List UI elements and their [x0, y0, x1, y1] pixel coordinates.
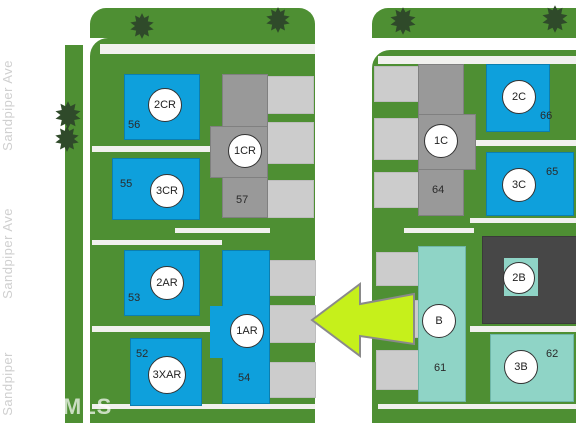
walkway: [470, 140, 576, 146]
unit-number: 57: [236, 194, 249, 206]
unit-badge: 3CR: [150, 174, 184, 208]
street-label: Sandpiper Ave: [0, 208, 15, 299]
parking-stall: [374, 66, 420, 102]
unit-badge: 3B: [504, 350, 538, 384]
street-label: Sandpiper Ave: [0, 60, 15, 151]
unit-number: 56: [128, 119, 141, 131]
unit-number: 66: [540, 110, 553, 122]
walkway: [470, 326, 576, 332]
unit-badge: 1C: [424, 124, 458, 158]
parking-stall: [376, 350, 420, 390]
unit-number: 53: [128, 292, 141, 304]
walkway: [92, 404, 315, 409]
watermark: RMLS: [46, 394, 113, 419]
tree-icon: [55, 126, 79, 152]
parking-stall: [268, 362, 316, 398]
walkway: [92, 326, 222, 332]
unit-number: 62: [546, 348, 559, 360]
tree-icon: [390, 7, 416, 35]
walkway: [175, 228, 270, 233]
parking-stall: [268, 305, 316, 343]
tree-icon: [55, 101, 81, 129]
walkway: [378, 404, 576, 409]
parking-stall: [266, 180, 314, 218]
walkway: [378, 56, 576, 64]
walkway: [470, 218, 576, 223]
parking-stall: [266, 76, 314, 114]
unit-number: 54: [238, 372, 251, 384]
unit-number: 52: [136, 348, 149, 360]
walkway: [404, 228, 474, 233]
parking-stall: [268, 260, 316, 296]
walkway: [92, 240, 222, 245]
walkway: [92, 146, 222, 152]
unit-number: 61: [434, 362, 447, 374]
unit-badge: 2AR: [150, 266, 184, 300]
unit-badge: 3XAR: [148, 356, 186, 394]
arrow-left-icon: [310, 282, 415, 358]
parking-stall: [374, 118, 420, 160]
unit-number: 65: [546, 166, 559, 178]
unit-number: 55: [120, 178, 133, 190]
walkway: [100, 44, 315, 54]
unit-number: 64: [432, 184, 445, 196]
unit-badge: 1AR: [230, 314, 264, 348]
parking-stall: [266, 122, 314, 164]
tree-icon: [266, 7, 290, 33]
unit-2cr[interactable]: [124, 74, 200, 140]
tree-icon: [542, 5, 568, 33]
unit-badge: 3C: [502, 168, 536, 202]
unit-badge: 2B: [503, 262, 535, 294]
unit-badge: 2CR: [148, 88, 182, 122]
parking-stall: [376, 252, 420, 286]
tree-icon: [130, 13, 154, 39]
street-label: Sandpiper: [0, 352, 15, 416]
unit-badge: 2C: [502, 80, 536, 114]
unit-badge: B: [422, 304, 456, 338]
unit-badge: 1CR: [228, 134, 262, 168]
parking-stall: [374, 172, 420, 208]
